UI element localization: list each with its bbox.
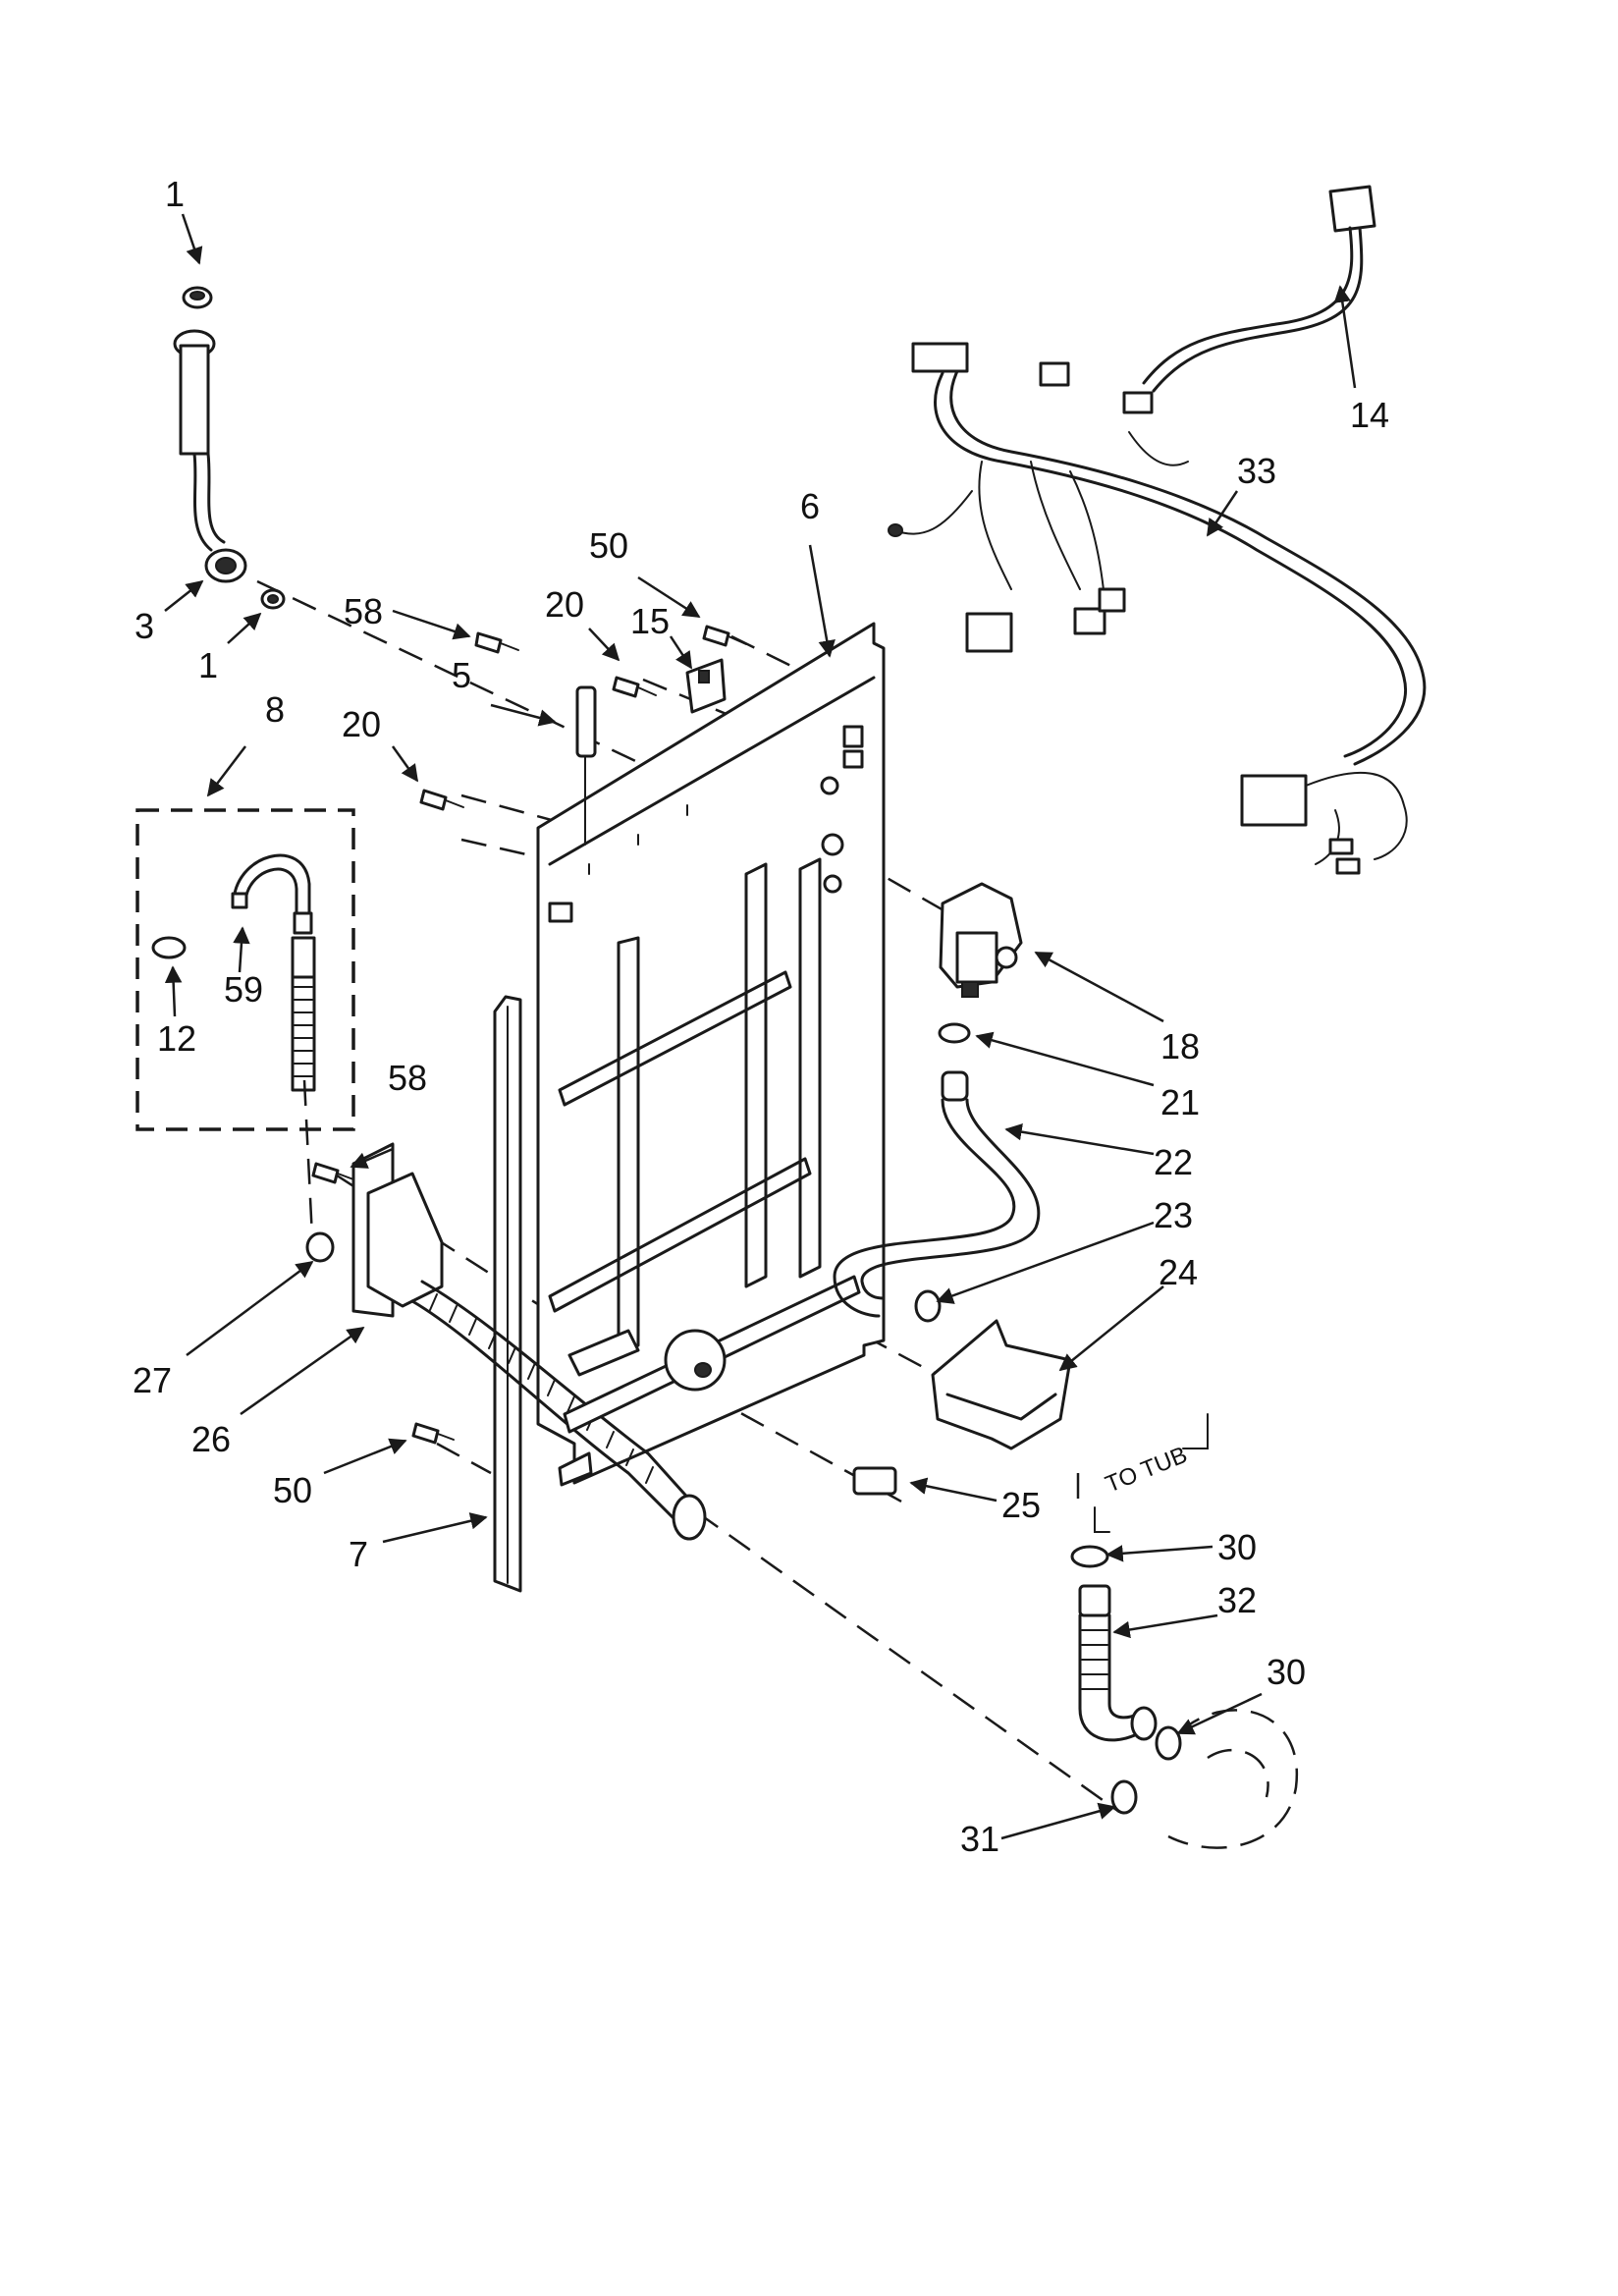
screw-50-top bbox=[702, 625, 747, 647]
fill-hose-part-22 bbox=[833, 1070, 1041, 1318]
wire-harness bbox=[888, 185, 1427, 875]
label-part-30-low: 30 bbox=[1267, 1652, 1306, 1692]
label-part-6: 6 bbox=[800, 486, 820, 526]
label-part-22: 22 bbox=[1154, 1142, 1193, 1182]
inlet-hose bbox=[173, 329, 247, 583]
screw-58-top bbox=[474, 631, 519, 654]
label-part-1-top: 1 bbox=[165, 174, 185, 214]
water-valve-part-18 bbox=[939, 882, 1023, 998]
bracket-part-24 bbox=[931, 1319, 1072, 1450]
clamp-part-23 bbox=[914, 1289, 942, 1323]
label-part-59: 59 bbox=[224, 969, 263, 1010]
washer-top bbox=[182, 286, 213, 309]
label-part-50-low: 50 bbox=[273, 1470, 312, 1510]
label-part-3: 3 bbox=[135, 606, 154, 646]
label-part-32: 32 bbox=[1217, 1580, 1257, 1620]
label-part-31: 31 bbox=[960, 1819, 999, 1859]
label-part-27: 27 bbox=[133, 1360, 172, 1400]
clip-part-5 bbox=[575, 685, 597, 846]
label-part-24: 24 bbox=[1159, 1252, 1198, 1292]
rear-panel bbox=[536, 622, 886, 1485]
label-part-21: 21 bbox=[1160, 1082, 1200, 1122]
washer-lower bbox=[260, 588, 286, 610]
label-part-14: 14 bbox=[1350, 395, 1389, 435]
screw-20-left bbox=[419, 789, 464, 811]
label-part-12: 12 bbox=[157, 1018, 196, 1059]
kit-box-part-8 bbox=[135, 808, 355, 1131]
label-part-58-low: 58 bbox=[388, 1058, 427, 1098]
label-part-23: 23 bbox=[1154, 1195, 1193, 1235]
label-part-7: 7 bbox=[349, 1534, 368, 1574]
bracket-part-15 bbox=[685, 658, 727, 714]
label-part-1-lower: 1 bbox=[198, 645, 218, 685]
side-rail bbox=[493, 995, 522, 1593]
label-part-15: 15 bbox=[630, 601, 670, 641]
screw-20-top bbox=[612, 676, 657, 698]
drain-hose-to-tub bbox=[1070, 1413, 1299, 1849]
label-part-20-left: 20 bbox=[342, 704, 381, 744]
clamp-part-27 bbox=[305, 1231, 335, 1263]
leader-arrows bbox=[164, 213, 1357, 1840]
screw-50-low bbox=[411, 1422, 455, 1445]
label-part-20-top: 20 bbox=[545, 584, 584, 625]
label-part-18: 18 bbox=[1160, 1026, 1200, 1066]
screw-58-low bbox=[311, 1162, 354, 1184]
pressure-dome bbox=[664, 1329, 727, 1392]
clamp-part-21 bbox=[938, 1022, 971, 1044]
label-part-26: 26 bbox=[191, 1419, 231, 1459]
drain-hose-part-26 bbox=[351, 1142, 707, 1541]
label-part-5: 5 bbox=[452, 655, 471, 695]
label-part-30-top: 30 bbox=[1217, 1527, 1257, 1567]
label-part-25: 25 bbox=[1001, 1485, 1041, 1525]
label-part-8: 8 bbox=[265, 689, 285, 730]
part-labels: 1 3 1 58 20 15 50 5 6 20 8 59 12 14 33 1… bbox=[133, 174, 1389, 1859]
label-part-33: 33 bbox=[1237, 451, 1276, 491]
to-tub-note: TO TUB bbox=[1102, 1442, 1191, 1499]
label-part-50-top: 50 bbox=[589, 525, 628, 566]
label-part-58-top: 58 bbox=[344, 591, 383, 631]
